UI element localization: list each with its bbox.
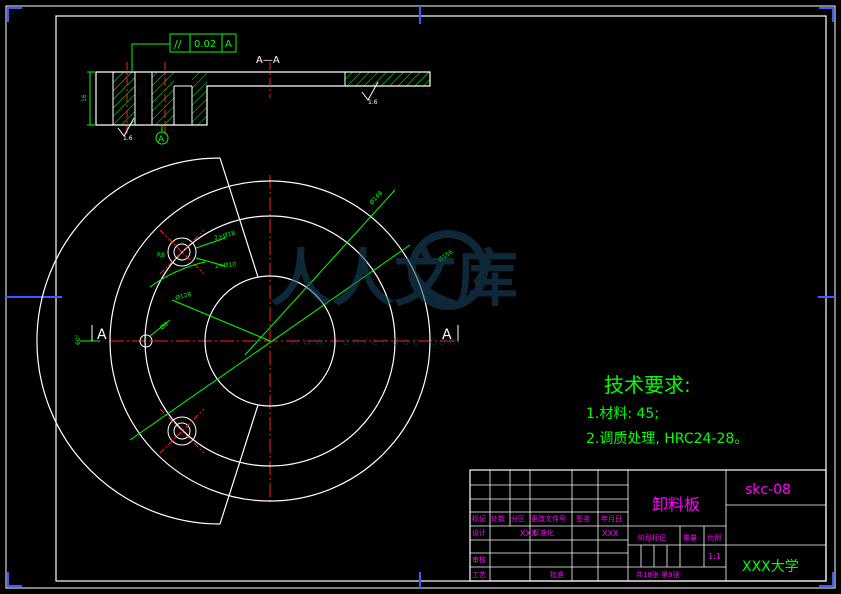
bolt-hole-bottom-inner <box>173 422 191 440</box>
gdt-parallel-symbol: // <box>174 38 182 51</box>
tb-row-review: 审核 <box>472 555 486 564</box>
tb-header-signature: 签名 <box>576 514 590 523</box>
tb-scale-label: 比例 <box>707 533 721 542</box>
tb-row-design: 设计 <box>472 528 486 537</box>
inner-bore <box>204 275 336 407</box>
datum-marker-label: A <box>158 135 165 145</box>
gdt-tolerance: 0.02 <box>194 39 216 50</box>
tb-header-count: 处数 <box>491 514 505 523</box>
tb-header-change-doc: 更改文件号 <box>531 514 566 523</box>
dim-small-left: R8 <box>157 252 165 259</box>
section-hatch-mid <box>152 72 174 125</box>
dim-pin: Ø8 <box>159 321 170 332</box>
tech-req-title: 技术要求: <box>604 373 691 397</box>
section-view: 16 // 0.02 A A—A A 1.6 1.6 <box>81 33 431 145</box>
watermark-url: w w w . r e n r e n d o c . c o m <box>290 335 460 348</box>
technical-requirements: 技术要求: 1.材料: 45; 2.调质处理, HRC24-28。 <box>586 373 748 447</box>
tb-drawing-no: skc-08 <box>745 482 791 498</box>
tb-stage-label: 阶段标记 <box>638 533 666 542</box>
tb-header-zone: 分区 <box>511 514 525 523</box>
roughness-right: 1.6 <box>368 99 378 106</box>
tb-row-standard: 标准化 <box>533 528 554 537</box>
tb-row-process: 工艺 <box>472 571 486 579</box>
watermark-logo-ring <box>408 230 488 310</box>
section-hatch-thin <box>345 72 430 86</box>
tb-scale-value: 1:1 <box>708 552 721 561</box>
tb-school: XXX大学 <box>742 559 799 575</box>
tb-standard-name: XXX <box>602 529 619 538</box>
plan-view: Ø148 Ø156 2×Ø18 2×Ø10 Ø128 Ø8 R8 60° A A <box>36 157 460 525</box>
tb-weight-label: 重量 <box>683 534 697 542</box>
section-hatch-left <box>113 72 135 125</box>
gdt-datum: A <box>225 39 232 50</box>
section-label: A—A <box>256 55 280 66</box>
outer-sector-arc <box>36 157 221 525</box>
dim-hole-1: 2×Ø18 <box>214 230 236 242</box>
section-height-dim: 16 <box>81 94 88 102</box>
bolt-hole-top-inner <box>173 243 191 261</box>
middle-circle <box>144 215 396 467</box>
watermark: 人人文库 w w w . r e n r e n d o c . c o m <box>270 230 518 348</box>
section-mark-right: A <box>442 327 452 343</box>
tb-part-name: 卸料板 <box>652 495 700 514</box>
drawing-frame <box>55 15 827 582</box>
watermark-text: 人人文库 <box>270 242 518 315</box>
tb-header-date: 年月日 <box>601 514 622 523</box>
tb-sheet-info: 共18张 第9张 <box>636 570 680 579</box>
tb-row-approve: 批准 <box>550 570 564 579</box>
dim-bolt-circle: Ø128 <box>175 291 193 302</box>
tech-req-item-1: 1.材料: 45; <box>586 406 659 422</box>
bolt-hole-bottom-outer <box>167 416 197 446</box>
bolt-hole-top-outer <box>167 237 197 267</box>
gdt-frame <box>169 33 237 53</box>
outer-circle <box>109 180 431 502</box>
title-block: 卸料板 skc-08 XXX大学 标记 处数 分区 更改文件号 签名 年月日 设… <box>469 469 827 582</box>
section-mark-left: A <box>97 327 107 343</box>
tb-header-mark: 标记 <box>472 514 486 523</box>
frame-center-marks <box>6 6 835 588</box>
pin-hole <box>139 334 153 348</box>
tb-design-name: XXX <box>520 529 537 538</box>
roughness-left: 1.6 <box>123 135 133 142</box>
tech-req-item-2: 2.调质处理, HRC24-28。 <box>586 431 748 447</box>
section-hatch-right <box>192 72 207 125</box>
dim-side: 60° <box>75 334 82 345</box>
dim-hole-2: 2×Ø10 <box>215 261 237 270</box>
